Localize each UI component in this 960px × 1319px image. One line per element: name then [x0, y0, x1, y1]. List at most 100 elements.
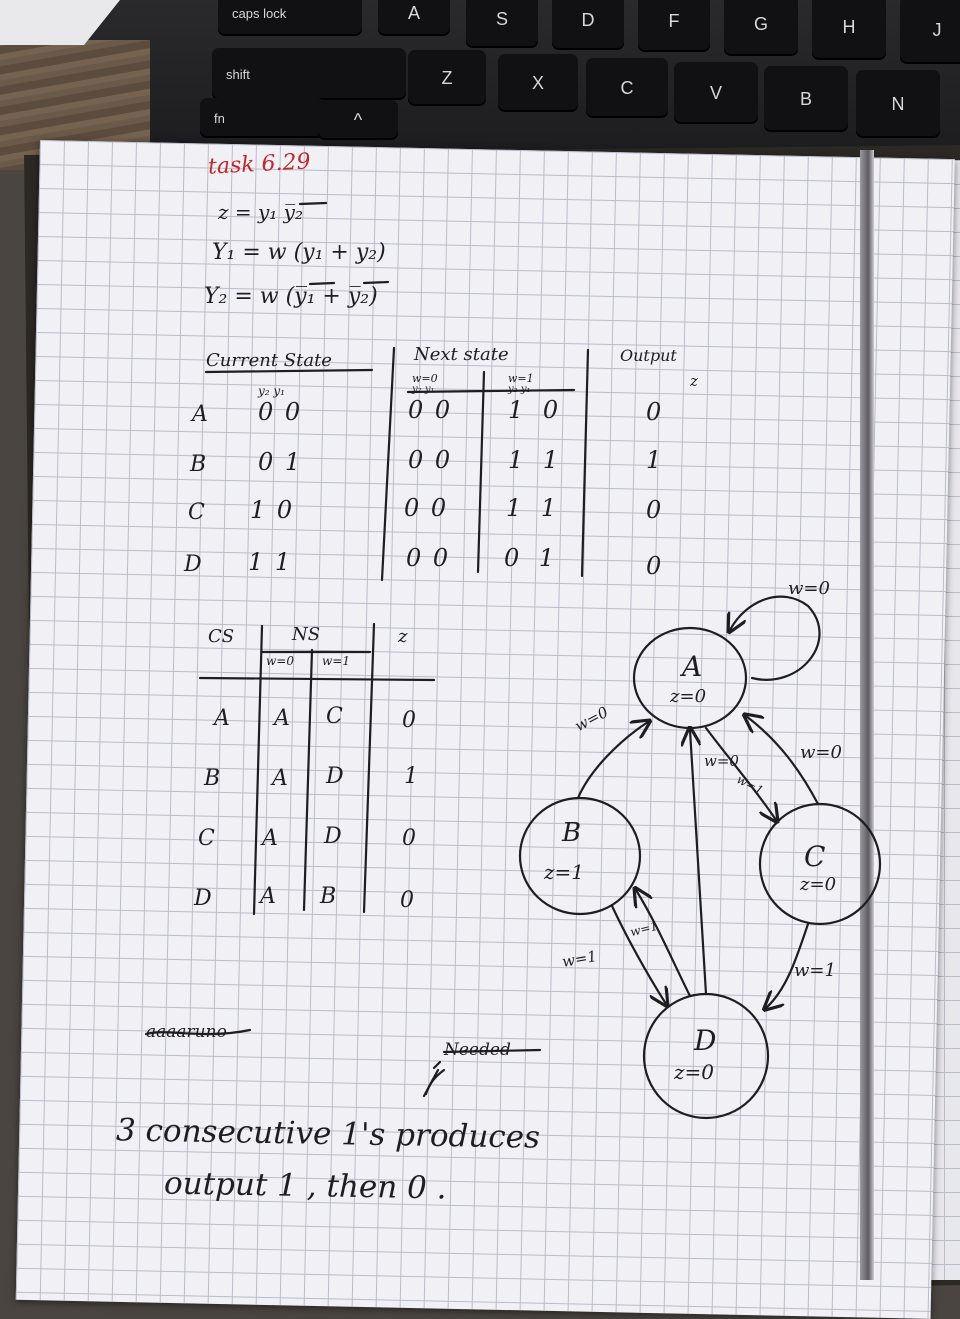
t2-header-rule	[198, 676, 436, 682]
t1-state: B	[190, 452, 207, 477]
key-label: D	[581, 9, 595, 30]
arrow-a-to-c	[704, 726, 776, 820]
key-a[interactable]: A	[378, 0, 450, 36]
key-j[interactable]: J	[900, 0, 960, 64]
key-x[interactable]: X	[498, 54, 578, 112]
subheader-w0: w=0	[412, 372, 438, 385]
t1-output: 0	[646, 552, 662, 580]
t2-z: 0	[402, 708, 416, 733]
key-label: X	[531, 72, 544, 93]
insertion-arrow	[424, 1068, 446, 1096]
state-c-name: C	[804, 840, 826, 873]
t2-z: 1	[404, 764, 418, 789]
state-circle-d	[642, 992, 770, 1120]
key-v[interactable]: V	[674, 62, 758, 124]
t2-header-ns: NS	[292, 624, 321, 645]
key-control[interactable]: ^	[318, 100, 398, 140]
strike-scribble	[144, 1028, 252, 1036]
arrow-d-to-b	[636, 890, 692, 998]
key-label: V	[709, 82, 722, 103]
t1-next-w0: 0 0	[404, 494, 449, 522]
edge-label-c-to-d: w=1	[794, 960, 836, 981]
t2-cs: C	[198, 826, 215, 851]
t2-w0: A	[260, 884, 276, 909]
state-b-output: z=1	[544, 860, 585, 884]
key-z[interactable]: Z	[408, 50, 486, 106]
key-f[interactable]: F	[638, 0, 710, 52]
t1-subheader-rule	[406, 388, 576, 394]
t2-divider-2	[302, 648, 314, 912]
t2-w1: D	[326, 764, 344, 789]
key-label: A	[407, 2, 420, 23]
crossed-out-word: Needed	[444, 1040, 511, 1060]
t1-next-w0: 0 0	[408, 446, 453, 474]
key-label: fn	[214, 110, 225, 126]
t2-cs: B	[204, 766, 221, 791]
header-output: Output	[620, 346, 677, 365]
overbar-y1	[308, 281, 336, 286]
strike-word	[442, 1048, 542, 1054]
key-label: N	[891, 93, 905, 114]
state-d-name: D	[694, 1024, 717, 1057]
t1-output: 0	[646, 496, 662, 524]
t2-divider-3	[362, 622, 376, 914]
t1-state: D	[184, 552, 202, 577]
subheader-w0-vars: y₂ y₁	[412, 384, 435, 395]
subheader-w1-vars: y₂ y₁	[508, 384, 531, 395]
key-label: S	[495, 8, 508, 29]
overbar-y2	[298, 201, 328, 206]
subheader-w1: w=1	[508, 372, 534, 385]
t2-header-cs: CS	[208, 626, 235, 647]
t2-z: 0	[400, 888, 414, 913]
state-circle-c	[758, 802, 882, 926]
t1-next-w0: 0 0	[406, 544, 451, 572]
ink-drawing	[144, 201, 882, 1120]
key-label: shift	[226, 66, 250, 82]
t1-current: 1 0	[250, 496, 295, 524]
edge-label-c-to-a: w=0	[800, 742, 842, 763]
key-fn[interactable]: fn	[200, 98, 324, 138]
t2-w1: B	[320, 884, 337, 909]
state-b-name: B	[562, 818, 582, 848]
key-caps-lock[interactable]: caps lock	[218, 0, 362, 36]
t2-header-w0: w=0	[266, 654, 294, 668]
key-label: G	[753, 13, 768, 34]
overbar-y2b	[362, 280, 390, 285]
laptop-keyboard: caps lock A S D F G H J shift Z X C V B …	[0, 0, 960, 170]
t1-divider-2	[476, 370, 486, 574]
t2-w0: A	[272, 766, 288, 791]
t1-current: 0 0	[258, 398, 303, 426]
arrow-b-to-a	[576, 722, 648, 800]
t2-w0: A	[274, 706, 290, 731]
key-label: ^	[353, 109, 363, 130]
key-h[interactable]: H	[812, 0, 886, 60]
key-d[interactable]: D	[552, 0, 624, 50]
state-c-output: z=0	[800, 874, 837, 895]
key-n[interactable]: N	[856, 70, 940, 138]
t2-cs: A	[214, 706, 230, 731]
t1-next-w1: 1 0	[508, 396, 565, 424]
equation-y1: Y₁ = w (y₁ + y₂)	[212, 240, 386, 265]
arrow-b-to-d	[610, 904, 666, 1004]
key-label: caps lock	[232, 5, 287, 21]
t1-state: C	[188, 500, 205, 525]
key-s[interactable]: S	[466, 0, 538, 48]
key-c[interactable]: C	[586, 58, 668, 118]
key-shift[interactable]: shift	[212, 48, 406, 100]
state-d-output: z=0	[674, 1060, 715, 1084]
t2-w1: C	[326, 704, 343, 729]
t2-divider-1	[252, 624, 264, 916]
key-label: F	[668, 10, 680, 31]
t1-next-w1: 1 1	[508, 446, 565, 474]
key-label: B	[799, 88, 812, 109]
t1-state: A	[192, 402, 208, 427]
header-current-state: Current State	[206, 350, 332, 371]
arrow-c-to-a	[746, 716, 820, 806]
key-label: J	[932, 19, 942, 40]
edge-label-a-self: w=0	[788, 578, 830, 599]
notebook-gutter	[860, 150, 874, 1280]
key-g[interactable]: G	[724, 0, 798, 56]
equation-z: z = y₁ y̅₂	[218, 200, 303, 224]
t2-cs: D	[194, 886, 212, 911]
key-b[interactable]: B	[764, 66, 848, 132]
